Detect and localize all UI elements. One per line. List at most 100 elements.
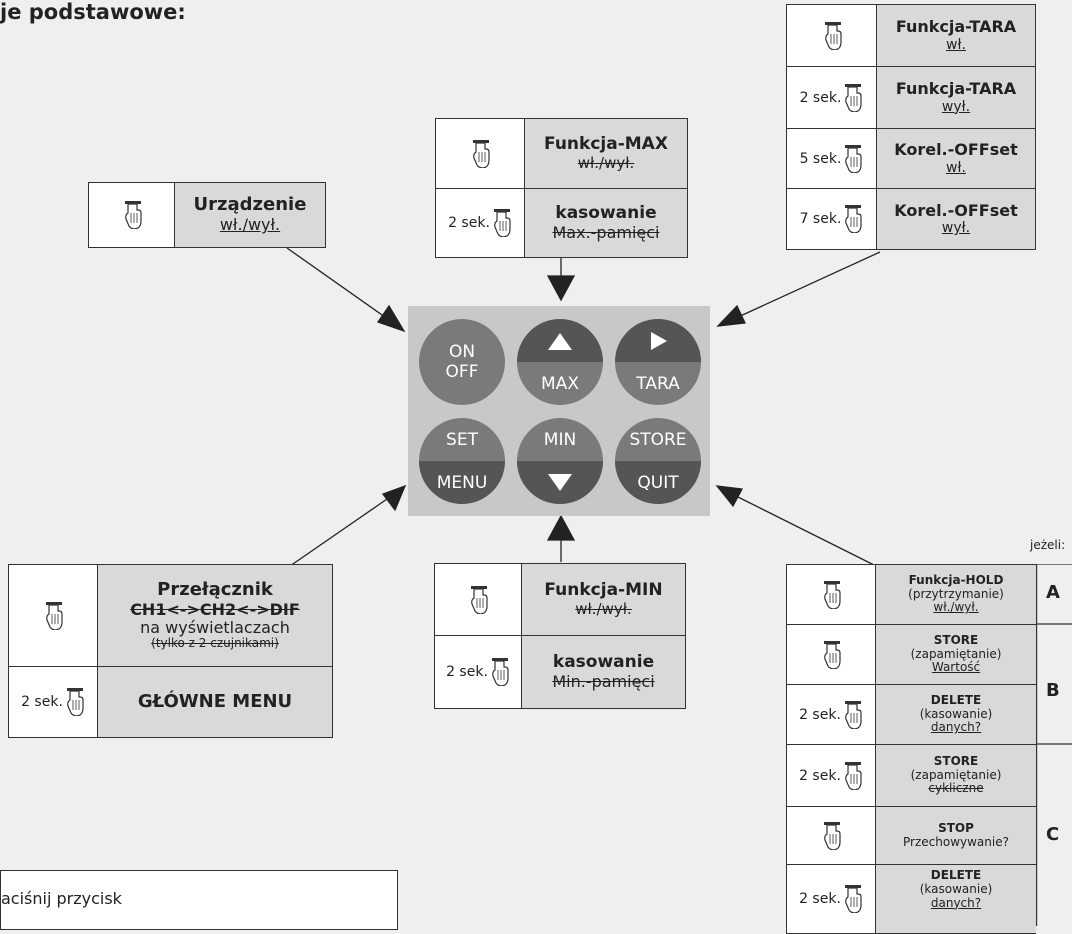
group-b-label: B bbox=[1046, 680, 1060, 701]
store-quit-button[interactable]: STORE QUIT bbox=[615, 418, 701, 504]
press-2s-cell: 2 sek. bbox=[9, 667, 98, 737]
delete-data-label-2: DELETE bbox=[930, 868, 982, 882]
press-7s-cell: 7 sek. bbox=[787, 189, 877, 249]
tara-on-label: Funkcja-TARA bbox=[895, 17, 1017, 37]
set-label: SET bbox=[446, 429, 478, 450]
main-menu-label: GŁÓWNE MENU bbox=[137, 690, 293, 712]
offset-on-label: Korel.-OFFset bbox=[894, 140, 1018, 160]
delete-data-sub-2: danych? bbox=[930, 895, 982, 910]
press-2s-cell: 2 sek. bbox=[436, 189, 525, 257]
hold-duration: 2 sek. bbox=[799, 89, 842, 106]
hold-duration: 2 sek. bbox=[21, 694, 63, 710]
hold-duration: 2 sek. bbox=[799, 891, 841, 907]
hold-func-sub: wł./wył. bbox=[933, 600, 979, 615]
delete-data-sub: danych? bbox=[930, 720, 982, 735]
hold-duration: 2 sek. bbox=[799, 706, 841, 723]
up-arrow-icon bbox=[517, 319, 603, 362]
max-reset-label: kasowanie bbox=[555, 203, 657, 224]
play-arrow-icon bbox=[615, 319, 701, 362]
press-2s-cell: 2 sek. bbox=[435, 636, 522, 708]
menu-label: MENU bbox=[419, 461, 505, 504]
press-2s-cell: 2 sek. bbox=[787, 865, 876, 933]
min-reset-sub: Min.-pamięci bbox=[552, 671, 655, 691]
press-icon bbox=[435, 564, 522, 635]
legend-box: aciśnij przycisk bbox=[0, 870, 398, 930]
press-icon bbox=[436, 119, 525, 188]
on-displays: na wyświetlaczach bbox=[140, 617, 290, 637]
min-label: MIN bbox=[543, 429, 577, 450]
store-cyclic-sub: cykliczne bbox=[928, 781, 984, 796]
hold-func-label: Funkcja-HOLD bbox=[908, 572, 1004, 587]
store-label: STORE bbox=[629, 429, 687, 450]
delete-data-label: DELETE bbox=[930, 692, 982, 707]
max-button[interactable]: MAX bbox=[517, 319, 603, 405]
tara-off-sub: wył. bbox=[941, 98, 971, 115]
press-icon bbox=[9, 565, 98, 666]
store-cyclic-label: STORE bbox=[933, 753, 979, 768]
tara-on-sub: wł. bbox=[946, 36, 966, 53]
channel-switch: CH1<->CH2<->DIF bbox=[130, 599, 300, 619]
on-label: ON bbox=[448, 342, 476, 362]
min-func-label: Funkcja-MIN bbox=[544, 580, 663, 601]
store-cyclic-desc: (zapamiętanie) bbox=[910, 767, 1002, 782]
store-value-label: STORE bbox=[933, 632, 979, 647]
store-box: Funkcja-HOLD(przytrzymanie)wł./wył. STOR… bbox=[786, 564, 1036, 934]
keypad-panel: ON OFF MAX TARA SET MENU MIN STORE QUIT bbox=[408, 306, 710, 516]
tara-off-label: Funkcja-TARA bbox=[895, 79, 1017, 99]
min-box: Funkcja-MIN wł./wył. 2 sek. kasowanie Mi… bbox=[434, 563, 686, 709]
device-label: Urządzenie bbox=[193, 194, 307, 216]
hold-func-desc: (przytrzymanie) bbox=[908, 586, 1004, 601]
on-off-button[interactable]: ON OFF bbox=[419, 319, 505, 405]
max-label: MAX bbox=[541, 373, 579, 394]
press-2s-cell: 2 sek. bbox=[787, 685, 876, 744]
stop-label: STOP bbox=[938, 820, 974, 835]
hold-duration: 5 sek. bbox=[799, 150, 842, 167]
hold-duration: 7 sek. bbox=[799, 211, 842, 227]
delete-data-desc: (kasowanie) bbox=[919, 706, 993, 721]
if-note: jeżeli: bbox=[1030, 538, 1066, 552]
hold-duration: 2 sek. bbox=[448, 215, 490, 231]
press-5s-cell: 5 sek. bbox=[787, 129, 877, 188]
max-func-label: Funkcja-MAX bbox=[544, 134, 668, 155]
group-c-label: C bbox=[1046, 824, 1060, 845]
offset-on-sub: wł. bbox=[946, 159, 966, 176]
hold-duration: 2 sek. bbox=[446, 664, 488, 680]
press-2s-cell: 2 sek. bbox=[787, 67, 877, 128]
min-func-sub: wł./wył. bbox=[575, 599, 632, 618]
side-group-lines bbox=[1036, 564, 1072, 926]
offset-off-sub: wył. bbox=[941, 220, 971, 237]
max-box: Funkcja-MAX wł./wył. 2 sek. kasowanie Ma… bbox=[435, 118, 688, 258]
stop-desc: Przechowywanie? bbox=[903, 834, 1009, 849]
delete-data-desc-2: (kasowanie) bbox=[919, 881, 993, 896]
max-reset-sub: Max.-pamięci bbox=[552, 222, 660, 242]
set-box: Przełącznik CH1<->CH2<->DIF na wyświetla… bbox=[8, 564, 333, 738]
group-a-label: A bbox=[1046, 582, 1060, 603]
press-icon bbox=[89, 183, 175, 247]
offset-off-label: Korel.-OFFset bbox=[894, 200, 1018, 220]
store-value-sub: Wartość bbox=[931, 660, 981, 675]
max-func-sub: wł./wył. bbox=[577, 153, 635, 172]
device-sub: wł./wył. bbox=[219, 215, 281, 235]
down-arrow-icon bbox=[517, 461, 603, 504]
hold-duration: 2 sek. bbox=[799, 767, 841, 784]
device-box: Urządzenie wł./wył. bbox=[88, 182, 326, 248]
page-title: je podstawowe: bbox=[0, 0, 186, 24]
tara-label: TARA bbox=[636, 373, 680, 394]
switch-label: Przełącznik bbox=[157, 578, 273, 600]
tara-button[interactable]: TARA bbox=[615, 319, 701, 405]
press-icon bbox=[787, 807, 876, 864]
min-reset-label: kasowanie bbox=[552, 652, 655, 673]
press-2s-cell: 2 sek. bbox=[787, 745, 876, 806]
press-icon bbox=[787, 565, 876, 624]
two-sensors-note: (tylko z 2 czujnikami) bbox=[151, 636, 279, 651]
press-icon bbox=[787, 5, 877, 66]
min-button[interactable]: MIN bbox=[517, 418, 603, 504]
off-label: OFF bbox=[445, 362, 479, 382]
store-value-desc: (zapamiętanie) bbox=[910, 646, 1002, 661]
set-menu-button[interactable]: SET MENU bbox=[419, 418, 505, 504]
quit-label: QUIT bbox=[615, 461, 701, 504]
legend-text: aciśnij przycisk bbox=[1, 889, 122, 908]
press-icon bbox=[787, 625, 876, 684]
